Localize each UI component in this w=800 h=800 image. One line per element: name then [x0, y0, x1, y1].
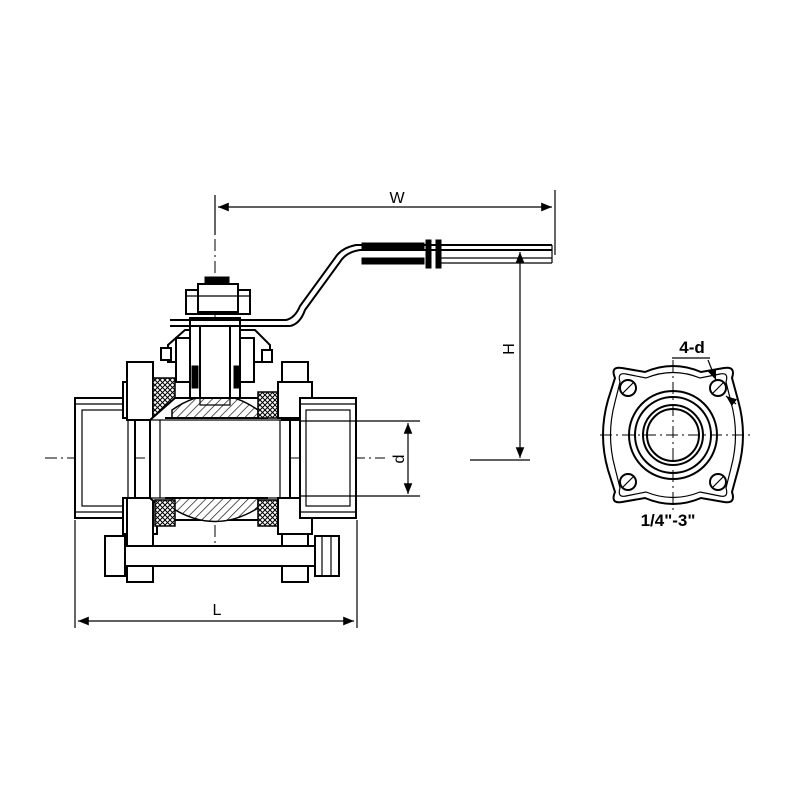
lever-handle — [170, 239, 553, 327]
bolt-holes-label: 4-d — [679, 338, 705, 357]
bolt-holes — [619, 379, 727, 491]
end-view-bore — [628, 390, 718, 480]
flange-outline — [602, 365, 744, 505]
side-section-view: W H d L — [45, 190, 556, 628]
left-flange — [126, 361, 176, 583]
right-flange — [277, 361, 313, 583]
length-dimension: L — [74, 520, 358, 628]
width-dimension: W — [214, 190, 556, 255]
bore-label: d — [391, 455, 408, 464]
height-label: H — [501, 343, 518, 355]
right-end-cap — [299, 397, 357, 519]
ball — [165, 394, 268, 523]
end-view: 4-d 1/4"-3" — [600, 338, 750, 530]
stem-assembly — [160, 317, 273, 406]
bolt-hole-leader: 4-d — [672, 338, 738, 407]
height-dimension: H — [470, 252, 530, 461]
bottom-bolt — [104, 535, 340, 577]
width-label: W — [389, 190, 405, 207]
bore-dimension: d — [300, 420, 420, 497]
length-label: L — [213, 602, 222, 619]
stem-nut — [185, 276, 251, 315]
size-range-label: 1/4"-3" — [641, 511, 696, 530]
